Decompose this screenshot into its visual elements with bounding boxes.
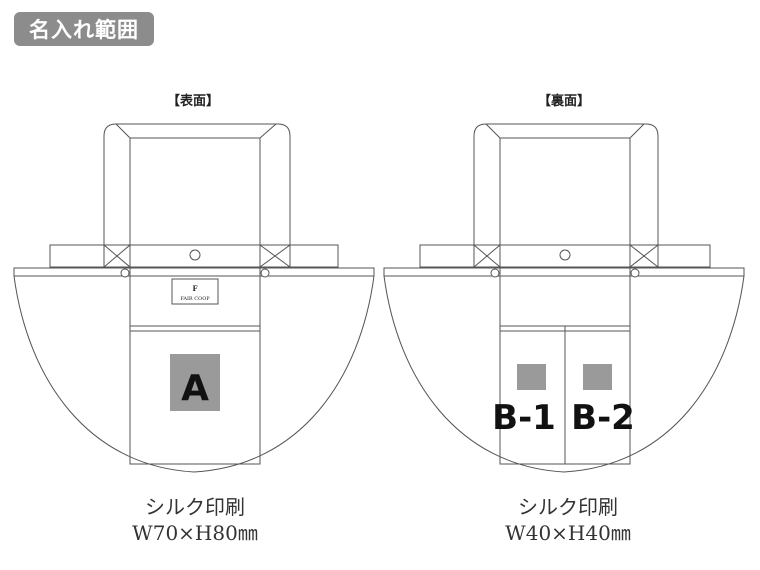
front-bag — [13, 123, 375, 473]
logo-letter: F — [193, 284, 198, 293]
logo-tag — [171, 278, 219, 305]
print-zone-b1 — [517, 364, 546, 390]
front-caption: シルク印刷 W70×H80㎜ — [65, 494, 325, 546]
print-zone-b1-label: B-1 — [492, 398, 556, 438]
print-zone-a — [170, 354, 220, 411]
front-side-label: 【表面】 — [166, 94, 219, 109]
front-print-method: シルク印刷 — [145, 495, 245, 519]
back-caption: シルク印刷 W40×H40㎜ — [438, 494, 698, 546]
back-print-method: シルク印刷 — [518, 495, 618, 519]
front-print-size: W70×H80㎜ — [132, 521, 258, 545]
print-zone-b2-label: B-2 — [571, 398, 635, 438]
back-print-size: W40×H40㎜ — [505, 521, 631, 545]
back-side-label: 【裏面】 — [537, 94, 590, 109]
print-zone-a-label: A — [181, 368, 209, 409]
back-bag — [383, 123, 745, 473]
print-zone-b2 — [583, 364, 612, 390]
section-title-badge: 名入れ範囲 — [14, 12, 154, 46]
logo-text: FAIR COOP — [180, 296, 210, 302]
